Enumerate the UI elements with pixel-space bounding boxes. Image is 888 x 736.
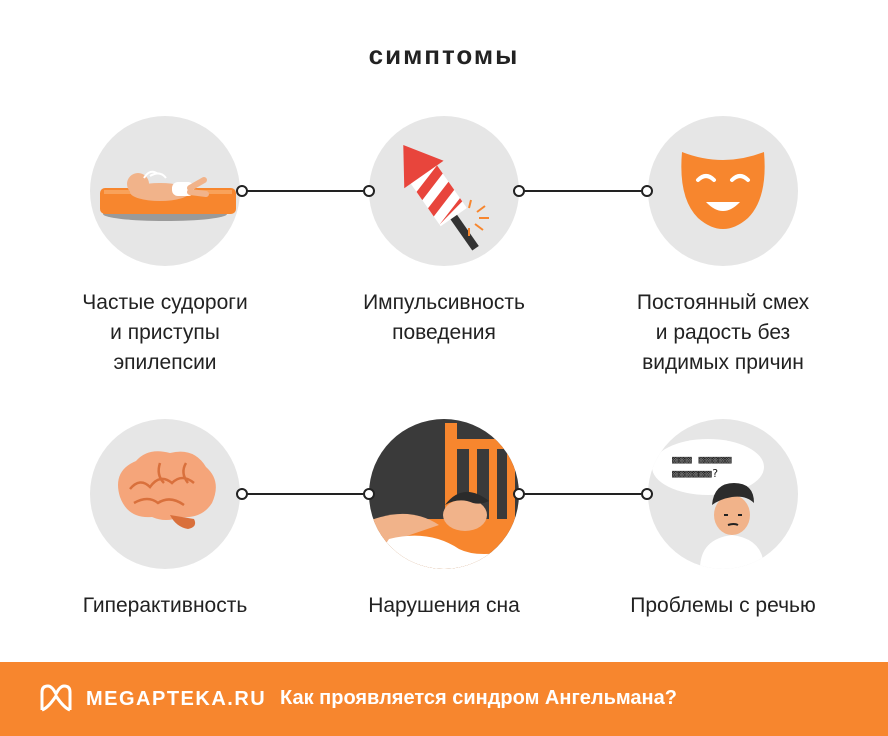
symptom-label-hyperactivity: Гиперактивность	[82, 594, 248, 617]
symptom-label-laughter: Постоянный смех и радость без видимых пр…	[636, 291, 810, 374]
symptom-circle-seizures	[90, 116, 240, 266]
symptom-label-impulsivity: Импульсивность поведения	[363, 291, 525, 344]
speech-bubble-line-2: ▩▩▩▩▩▩?	[672, 467, 718, 480]
smiling-mask-icon	[681, 152, 765, 229]
symptom-circle-sleep	[369, 419, 519, 569]
speech-bubble-line-1: ▩▩▩ ▩▩▩▩▩	[672, 453, 732, 466]
symptom-circle-hyperactivity	[90, 419, 240, 569]
megapteka-logo-icon	[40, 684, 72, 712]
connector-line	[246, 493, 363, 495]
footer-bar: MEGAPTEKA.RU Как проявляется синдром Анг…	[0, 662, 888, 736]
brand-name[interactable]: MEGAPTEKA.RU	[86, 688, 267, 710]
symptom-circle-laughter	[648, 116, 798, 266]
baby-seizure-icon	[100, 170, 236, 221]
symptom-label-seizures: Частые судороги и приступы эпилепсии	[82, 291, 248, 374]
connector-line	[523, 190, 641, 192]
connector-dot	[641, 185, 653, 197]
sleeping-person-icon	[369, 419, 519, 569]
firework-rocket-icon	[403, 145, 489, 251]
symptom-label-sleep: Нарушения сна	[368, 594, 520, 617]
speech-problem-icon: ▩▩▩ ▩▩▩▩▩ ▩▩▩▩▩▩?	[652, 439, 764, 569]
brain-icon	[118, 451, 216, 529]
symptom-label-speech: Проблемы с речью	[630, 594, 816, 617]
connector-dot	[363, 488, 375, 500]
connector-line	[246, 190, 363, 192]
symptom-circle-speech: ▩▩▩ ▩▩▩▩▩ ▩▩▩▩▩▩?	[648, 419, 798, 569]
connector-dot	[641, 488, 653, 500]
connector-dot	[363, 185, 375, 197]
symptom-circle-impulsivity	[369, 116, 519, 266]
footer-tagline: Как проявляется синдром Ангельмана?	[280, 687, 677, 709]
page-title: симптомы	[368, 40, 520, 70]
connector-line	[523, 493, 641, 495]
